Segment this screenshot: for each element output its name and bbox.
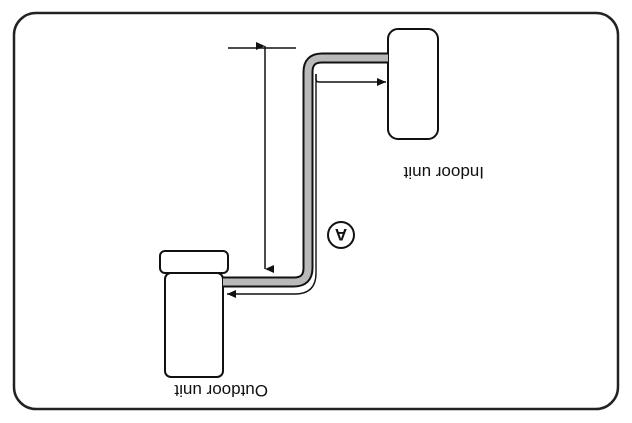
flow-line-main (227, 74, 317, 298)
outdoor-unit-label: Outdoor unit (174, 381, 268, 400)
flow-line-top (315, 74, 386, 86)
marker-a-label: A (335, 225, 347, 244)
diagram-frame (12, 11, 620, 411)
refrigerant-pipe-fill (223, 54, 388, 286)
marker-a-circle (327, 221, 355, 249)
indoor-unit-body (387, 28, 439, 140)
indoor-unit-label: Indoor unit (403, 163, 484, 182)
outdoor-unit-body (164, 272, 224, 378)
outdoor-unit-cap (159, 250, 229, 274)
